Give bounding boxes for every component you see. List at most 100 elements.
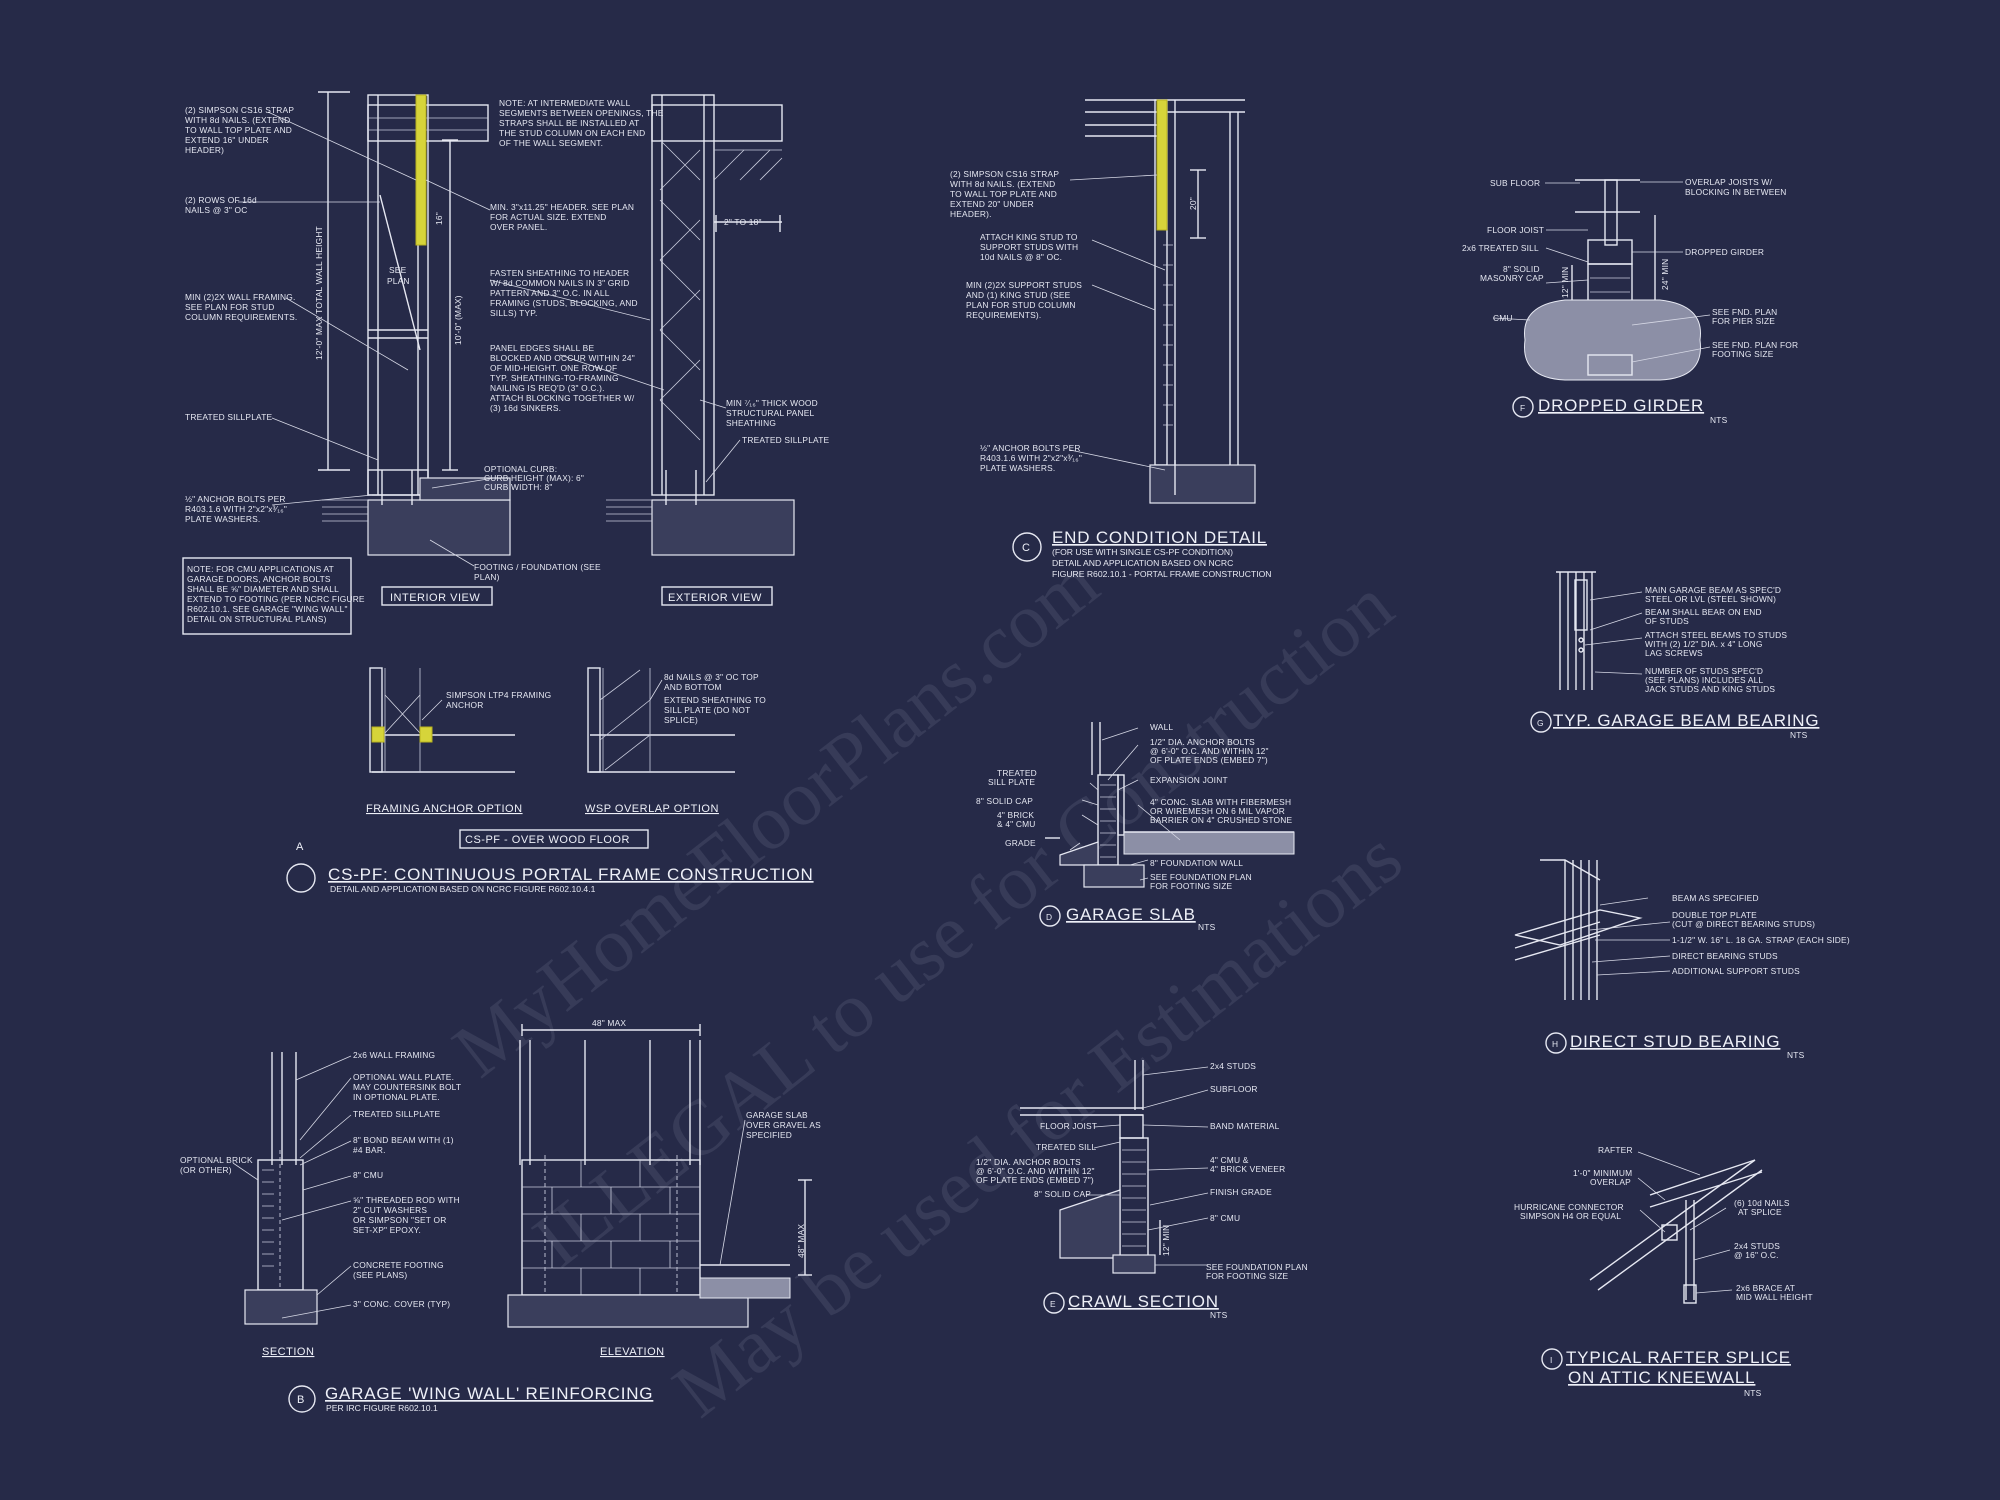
note-d-joint: EXPANSION JOINT	[1150, 775, 1228, 785]
detail-i-title-1: TYPICAL RAFTER SPLICE	[1566, 1348, 1791, 1367]
note-e-sill: TREATED SILL	[1036, 1142, 1097, 1152]
note-g-beam-1: MAIN GARAGE BEAM AS SPEC'D	[1645, 585, 1781, 595]
note-e-min: 12" MIN	[1161, 1225, 1171, 1256]
note-i-brace-1: 2x6 BRACE AT	[1736, 1283, 1795, 1293]
dim-b-48-max-vertical: 48" MAX	[796, 1224, 806, 1258]
note-d-slab-3: BARRIER ON 4" CRUSHED STONE	[1150, 815, 1292, 825]
note-d-slab-1: 4" CONC. SLAB WITH FIBERMESH	[1150, 797, 1291, 807]
note-b-cover: 3" CONC. COVER (TYP)	[353, 1299, 450, 1309]
note-d-sill-1: TREATED	[997, 768, 1037, 778]
detail-e-crawl-section: 2x4 STUDS SUBFLOOR FLOOR JOIST BAND MATE…	[976, 1060, 1308, 1320]
note-b-sillplate: TREATED SILLPLATE	[353, 1109, 441, 1119]
detail-f-letter: F	[1520, 403, 1525, 413]
detail-a-letter: A	[296, 841, 304, 853]
note-e-grade: FINISH GRADE	[1210, 1187, 1272, 1197]
note-sill-ext: TREATED SILLPLATE	[742, 435, 830, 445]
detail-a-subtitle: DETAIL AND APPLICATION BASED ON NCRC FIG…	[330, 884, 596, 894]
header	[367, 104, 489, 142]
note-panel-6: ATTACH BLOCKING TOGETHER W/	[490, 393, 635, 403]
note-e-studs: 2x4 STUDS	[1210, 1061, 1256, 1071]
label-elevation: ELEVATION	[600, 1346, 665, 1358]
note-c-support-4: REQUIREMENTS).	[966, 310, 1041, 320]
detail-i-nts: NTS	[1744, 1388, 1762, 1398]
note-f-pier-2: FOR PIER SIZE	[1712, 316, 1775, 326]
note-b-slab-1: GARAGE SLAB	[746, 1110, 808, 1120]
note-g-beam-2: STEEL OR LVL (STEEL SHOWN)	[1645, 594, 1776, 604]
note-e-joist: FLOOR JOIST	[1040, 1121, 1097, 1131]
note-b-opt-plate-1: OPTIONAL WALL PLATE.	[353, 1072, 454, 1082]
note-g-number-2: (SEE PLANS) INCLUDES ALL	[1645, 675, 1764, 685]
see-plan-1: SEE	[389, 265, 407, 275]
cs-pf-box	[459, 829, 649, 849]
note-min-sheath-2: STRUCTURAL PANEL	[726, 408, 815, 418]
note-footing-2: PLAN)	[474, 572, 500, 582]
detail-c-title: END CONDITION DETAIL	[1052, 528, 1267, 547]
note-i-rafter: RAFTER	[1598, 1145, 1633, 1155]
i-rafter	[1649, 1159, 1763, 1208]
note-d-plan-1: SEE FOUNDATION PLAN	[1150, 872, 1252, 882]
note-framing-1: MIN (2)2X WALL FRAMING.	[185, 292, 296, 302]
note-b-opt-plate-2: MAY COUNTERSINK BOLT	[353, 1082, 461, 1092]
note-c-support-2: AND (1) KING STUD (SEE	[966, 290, 1071, 300]
note-f-dim24: 24" MIN	[1660, 259, 1670, 290]
note-strap-3: TO WALL TOP PLATE AND	[185, 125, 292, 135]
dim-2-to-18: 2" TO 18"	[724, 217, 762, 227]
note-cmu-6: DETAIL ON STRUCTURAL PLANS)	[187, 614, 327, 624]
note-e-bolts-2: @ 6'-0" O.C. AND WITHIN 12"	[976, 1166, 1095, 1176]
note-b-footing-1: CONCRETE FOOTING	[353, 1260, 444, 1270]
note-extend-3: SPLICE)	[664, 715, 698, 725]
note-b-rod-3: OR SIMPSON "SET OR	[353, 1215, 446, 1225]
note-rows-1: (2) ROWS OF 16d	[185, 195, 257, 205]
note-e-cap: 8" SOLID CAP	[1034, 1189, 1091, 1199]
note-strap-5: HEADER)	[185, 145, 224, 155]
note-h-plate-1: DOUBLE TOP PLATE	[1672, 910, 1757, 920]
g-steel-beam	[1574, 579, 1588, 631]
simpson-strap-interior	[415, 94, 427, 246]
note-g-bear-2: OF STUDS	[1645, 616, 1689, 626]
label-cs-pf-over-wood-floor: CS-PF - OVER WOOD FLOOR	[465, 834, 630, 846]
note-g-attach-2: WITH (2) 1/2" DIA. x 4" LONG	[1645, 639, 1763, 649]
dim-height-max: 10'-0" (MAX)	[453, 295, 463, 345]
label-interior-view: INTERIOR VIEW	[390, 592, 480, 604]
f-girder	[1587, 239, 1633, 265]
note-d-sill-2: SILL PLATE	[988, 777, 1035, 787]
note-e-subfloor: SUBFLOOR	[1210, 1084, 1258, 1094]
note-b-rod-2: 2" CUT WASHERS	[353, 1205, 427, 1215]
note-extend-1: EXTEND SHEATHING TO	[664, 695, 766, 705]
d-crushed-stone	[1123, 831, 1295, 855]
detail-e-letter: E	[1050, 1299, 1056, 1309]
note-d-wall: WALL	[1150, 722, 1173, 732]
detail-d-letter: D	[1046, 912, 1052, 922]
note-c-king-1: ATTACH KING STUD TO	[980, 232, 1078, 242]
interior-footing	[367, 499, 511, 556]
note-b-rod-1: ⅝" THREADED ROD WITH	[353, 1195, 460, 1205]
note-cmu-5: R602.10.1. SEE GARAGE "WING WALL"	[187, 604, 348, 614]
note-c-strap-5: HEADER).	[950, 209, 992, 219]
note-header-2: FOR ACTUAL SIZE. EXTEND	[490, 212, 606, 222]
gravel-bed	[699, 1277, 791, 1299]
detail-a-title: CS-PF: CONTINUOUS PORTAL FRAME CONSTRUCT…	[328, 865, 814, 884]
note-b-cmu: 8" CMU	[353, 1170, 383, 1180]
note-f-footing-1: SEE FND. PLAN FOR	[1712, 340, 1798, 350]
note-i-overlap-2: OVERLAP	[1590, 1177, 1631, 1187]
note-g-attach-1: ATTACH STEEL BEAMS TO STUDS	[1645, 630, 1787, 640]
d-footing	[1083, 864, 1145, 888]
note-g-number-3: JACK STUDS AND KING STUDS	[1645, 684, 1775, 694]
note-e-cmu-2: 4" BRICK VENEER	[1210, 1164, 1285, 1174]
elevation-footing	[507, 1294, 749, 1328]
note-b-bond-beam-1: 8" BOND BEAM WITH (1)	[353, 1135, 454, 1145]
detail-e-bubble	[1043, 1292, 1065, 1314]
dim-16: 16"	[434, 212, 444, 225]
detail-f-title: DROPPED GIRDER	[1538, 396, 1704, 415]
note-intermediate-4: THE STUD COLUMN ON EACH END	[499, 128, 645, 138]
detail-b-title: GARAGE 'WING WALL' REINFORCING	[325, 1384, 653, 1403]
note-strap-4: EXTEND 16" UNDER	[185, 135, 269, 145]
detail-i-letter: I	[1550, 1355, 1553, 1365]
note-f-joist: FLOOR JOIST	[1487, 225, 1544, 235]
note-panel-4: TYP. SHEATHING-TO-FRAMING	[490, 373, 619, 383]
exterior-view-box	[661, 586, 773, 606]
detail-e-nts: NTS	[1210, 1310, 1228, 1320]
note-d-brick-2: & 4" CMU	[997, 819, 1036, 829]
note-b-slab-2: OVER GRAVEL AS	[746, 1120, 821, 1130]
